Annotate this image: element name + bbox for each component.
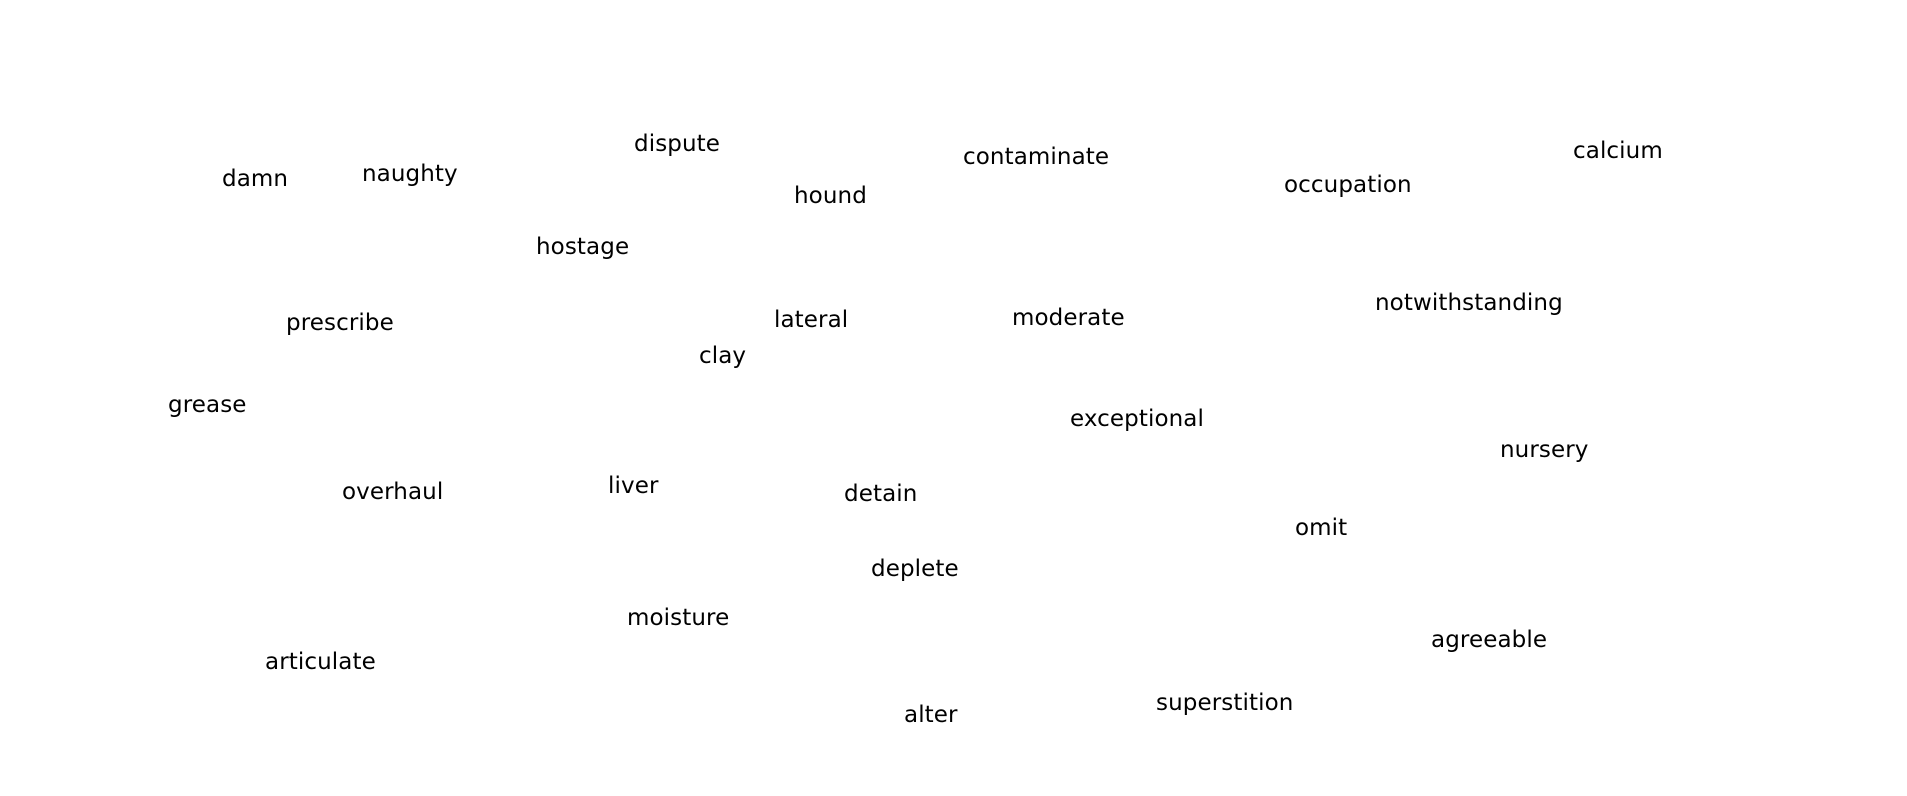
word-grease: grease	[168, 392, 247, 418]
word-prescribe: prescribe	[286, 310, 394, 336]
word-superstition: superstition	[1156, 690, 1294, 716]
word-agreeable: agreeable	[1431, 627, 1548, 653]
word-lateral: lateral	[774, 307, 849, 333]
word-occupation: occupation	[1284, 172, 1412, 198]
word-hound: hound	[794, 183, 867, 209]
word-moderate: moderate	[1012, 305, 1125, 331]
word-exceptional: exceptional	[1070, 406, 1204, 432]
word-clay: clay	[699, 343, 747, 369]
word-omit: omit	[1295, 515, 1348, 541]
word-hostage: hostage	[536, 234, 630, 260]
word-contaminate: contaminate	[963, 144, 1110, 170]
word-alter: alter	[904, 702, 958, 728]
word-nursery: nursery	[1500, 437, 1589, 463]
word-liver: liver	[608, 473, 659, 499]
word-detain: detain	[844, 481, 918, 507]
word-damn: damn	[222, 166, 289, 192]
word-deplete: deplete	[871, 556, 959, 582]
word-overhaul: overhaul	[342, 479, 444, 505]
word-notwithstanding: notwithstanding	[1375, 290, 1563, 316]
word-naughty: naughty	[362, 161, 458, 187]
word-articulate: articulate	[265, 649, 376, 675]
word-calcium: calcium	[1573, 138, 1663, 164]
word-dispute: dispute	[634, 131, 721, 157]
word-moisture: moisture	[627, 605, 730, 631]
